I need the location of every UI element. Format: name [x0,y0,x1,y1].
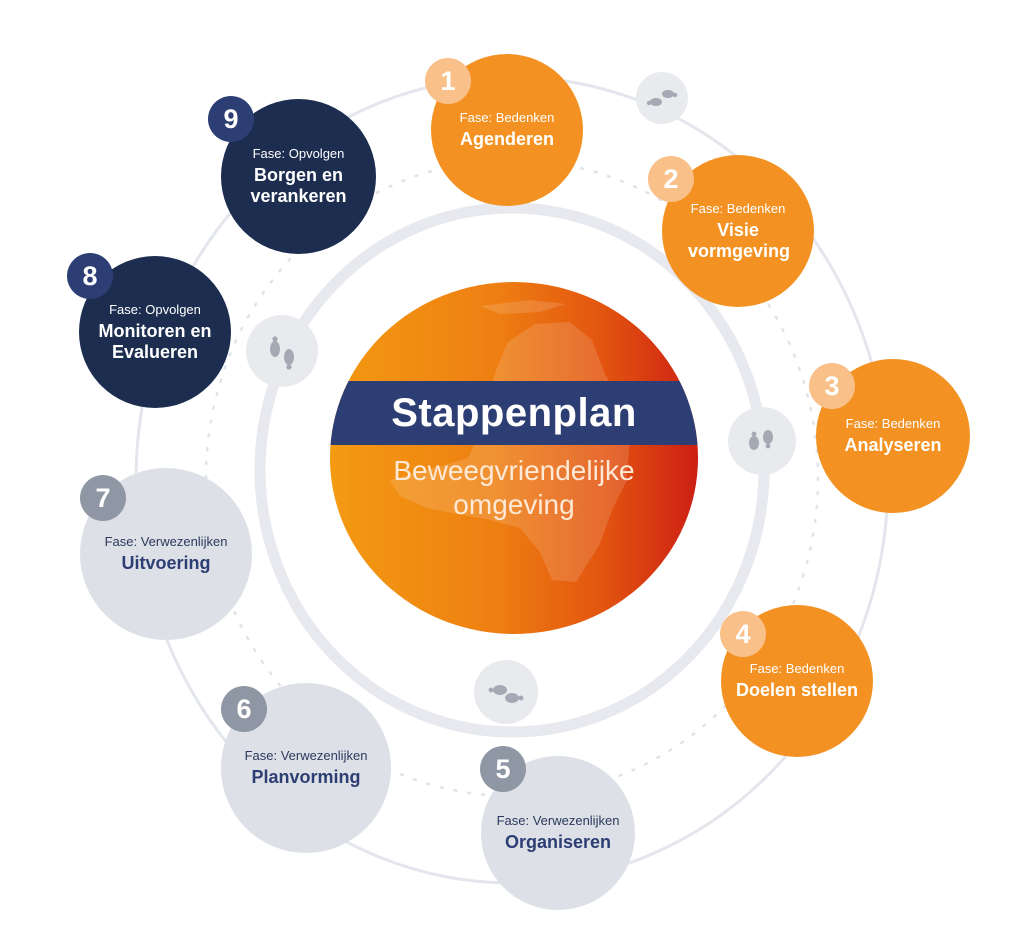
center-title: Stappenplan [391,390,637,435]
step-1-agenderen[interactable]: Fase: Bedenken Agenderen [431,54,583,206]
step-number-badge: 4 [720,611,766,657]
footprints-icon [474,660,538,724]
center-subtitle-line-2: omgeving [453,489,575,520]
step-name: Organiseren [504,832,612,852]
step-phase: Fase: Bedenken [845,416,941,431]
step-name: Agenderen [459,129,555,149]
step-name: Monitoren en Evalueren [98,320,212,362]
step-phase: Fase: Opvolgen [109,301,201,317]
step-name: Analyseren [844,435,942,455]
step-phase: Fase: Verwezenlijken [104,534,228,549]
step-number-badge: 1 [425,58,471,104]
step-number-badge: 2 [648,156,694,202]
footprints-icon [728,407,796,475]
step-phase: Fase: Bedenken [690,200,786,216]
step-name: Visie vormgeving [688,219,791,261]
footprints-icon [636,72,688,124]
step-number-badge: 6 [221,686,267,732]
center-subtitle: Beweegvriendelijke omgeving [330,454,698,522]
title-band: Stappenplan [330,381,698,445]
step-phase: Fase: Opvolgen [252,146,345,161]
step-name: Uitvoering [121,553,211,573]
step-name: Borgen en verankeren [250,165,347,206]
step-phase: Fase: Bedenken [749,661,845,676]
center-subtitle-line-1: Beweegvriendelijke [393,455,635,486]
step-number-badge: 5 [480,746,526,792]
step-number-badge: 9 [208,96,254,142]
center-disc: Stappenplan Beweegvriendelijke omgeving [330,282,698,634]
step-name: Doelen stellen [735,680,859,700]
step-phase: Fase: Verwezenlijken [496,813,620,828]
step-phase: Fase: Bedenken [459,110,555,125]
step-phase: Fase: Verwezenlijken [244,748,368,763]
step-number-badge: 3 [809,363,855,409]
step-number-badge: 7 [80,475,126,521]
footprints-icon [246,315,318,387]
step-name: Planvorming [251,767,361,787]
step-number-badge: 8 [67,253,113,299]
